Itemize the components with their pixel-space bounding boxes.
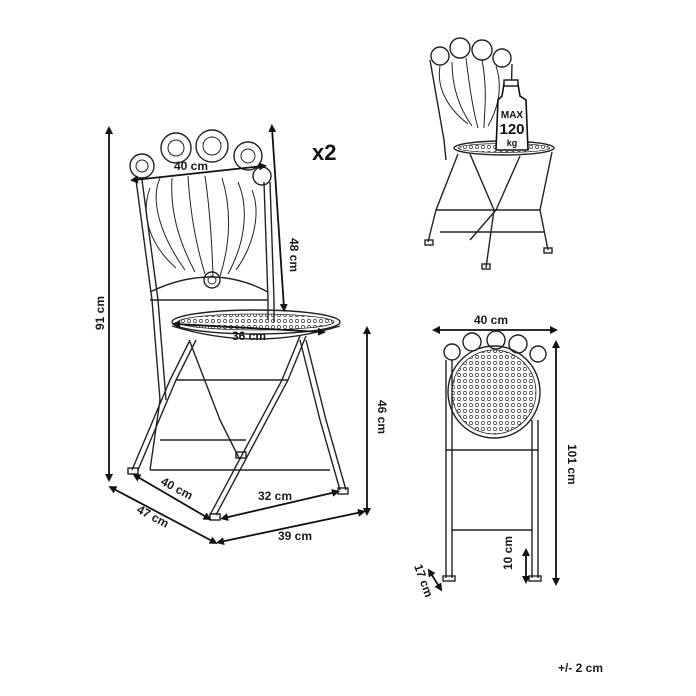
- chair-folded-view: [442, 330, 547, 582]
- dim-seat-height: 46 cm: [375, 400, 389, 434]
- dim-foot-depth: 17 cm: [411, 562, 436, 599]
- max-load-line3: kg: [507, 138, 518, 148]
- max-load-line1: MAX: [501, 110, 524, 121]
- max-load-line2: 120: [499, 121, 524, 138]
- dim-base-depth-inner: 40 cm: [159, 474, 196, 502]
- dim-base-width-inner: 32 cm: [258, 489, 292, 503]
- dim-foot-height: 10 cm: [501, 536, 515, 570]
- max-load-badge: MAX 120 kg: [495, 79, 529, 151]
- dim-total-height: 91 cm: [93, 296, 107, 330]
- dim-backrest-width: 40 cm: [174, 159, 208, 173]
- dim-folded-height: 101 cm: [565, 444, 579, 485]
- quantity-label: x2: [312, 140, 336, 165]
- peacock-backrest: [129, 129, 272, 301]
- dim-base-depth-outer: 47 cm: [135, 502, 172, 530]
- tolerance-note: +/- 2 cm: [558, 661, 603, 675]
- dim-backrest-height: 48 cm: [287, 238, 301, 272]
- dim-folded-width: 40 cm: [474, 313, 508, 327]
- chair-load-view: MAX 120 kg: [424, 37, 555, 270]
- dim-base-width-outer: 39 cm: [278, 529, 312, 543]
- chair-side-view: [127, 129, 349, 521]
- dim-seat-diameter: 36 cm: [232, 329, 266, 343]
